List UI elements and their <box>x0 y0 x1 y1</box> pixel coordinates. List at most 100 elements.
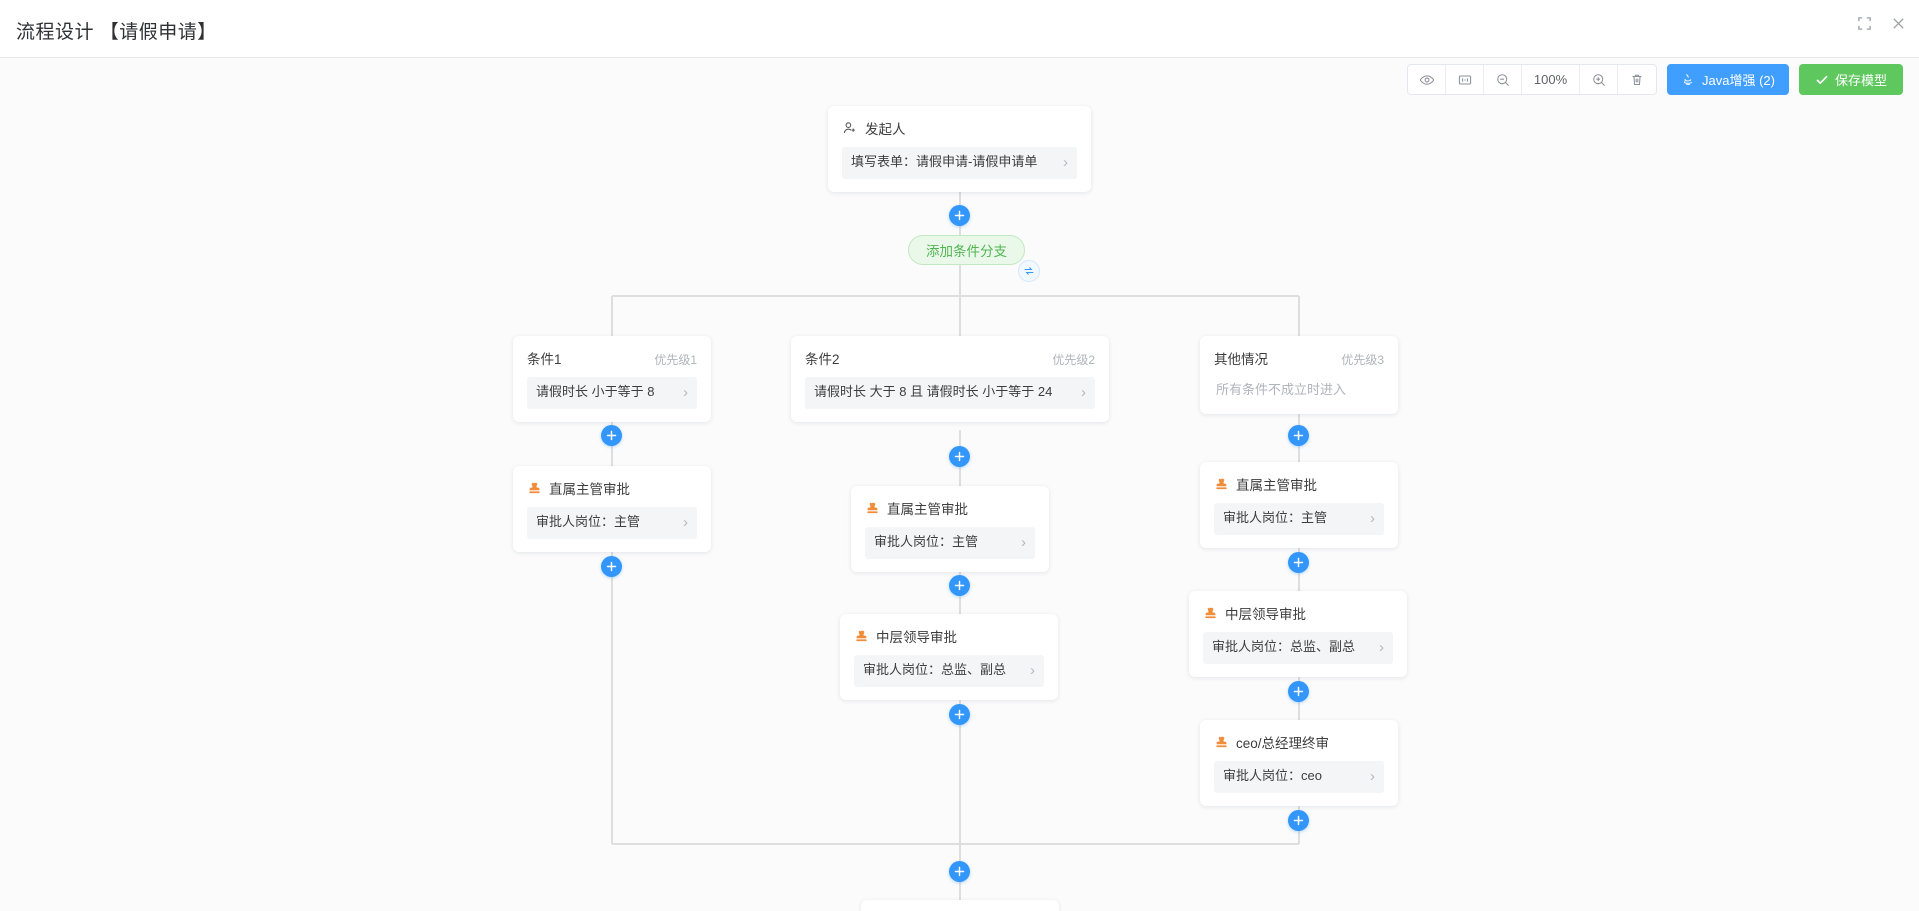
close-icon[interactable] <box>1889 14 1907 32</box>
stamp-icon <box>527 481 542 496</box>
stamp-icon <box>1203 606 1218 621</box>
approval-node-b2-2-setting[interactable]: 审批人岗位：总监、副总 › <box>854 655 1044 687</box>
condition-node-1-priority: 优先级1 <box>654 353 697 367</box>
add-node-button-b3-1[interactable] <box>1288 425 1309 446</box>
approval-node-b3-3-setting[interactable]: 审批人岗位：ceo › <box>1214 761 1384 793</box>
chevron-right-icon: › <box>1370 509 1375 527</box>
condition-node-2-name: 条件2 <box>805 352 840 367</box>
add-node-button-b2-2[interactable] <box>949 575 970 596</box>
approval-node-b2-2-title: 中层领导审批 <box>876 630 957 645</box>
approval-node-b3-2-title: 中层领导审批 <box>1225 607 1306 622</box>
collapse-icon[interactable] <box>1855 14 1873 32</box>
approval-node-b3-2-body: 审批人岗位：总监、副总 <box>1212 639 1356 654</box>
approval-node-b3-1[interactable]: 直属主管审批 审批人岗位：主管 › <box>1200 462 1398 548</box>
condition-node-1-name: 条件1 <box>527 352 562 367</box>
add-node-button-after-merge[interactable] <box>949 861 970 882</box>
chevron-right-icon: › <box>1063 153 1068 171</box>
editor-toolbar: 100% Java增强 (2) 保存模 <box>1407 64 1903 95</box>
approval-node-b2-1-setting[interactable]: 审批人岗位：主管 › <box>865 527 1035 559</box>
chevron-right-icon: › <box>683 513 688 531</box>
window-titlebar: 流程设计 【请假申请】 <box>0 0 1919 58</box>
save-model-label: 保存模型 <box>1834 73 1887 88</box>
condition-node-2[interactable]: 条件2 优先级2 请假时长 大于 8 且 请假时长 小于等于 24 › <box>791 336 1109 422</box>
approval-node-b3-3-body: 审批人岗位：ceo <box>1223 768 1322 783</box>
add-condition-branch-button[interactable]: 添加条件分支 <box>908 235 1025 265</box>
chevron-right-icon: › <box>1370 767 1375 785</box>
condition-node-3-header: 其他情况 优先级3 <box>1214 348 1384 368</box>
chevron-right-icon: › <box>1021 533 1026 551</box>
java-icon <box>1681 72 1696 87</box>
stamp-icon <box>865 501 880 516</box>
approval-node-b2-1-body: 审批人岗位：主管 <box>874 534 979 549</box>
approval-node-b2-1-header: 直属主管审批 <box>865 498 1035 518</box>
add-node-button-b1-2[interactable] <box>601 556 622 577</box>
approval-node-b3-2-header: 中层领导审批 <box>1203 603 1393 623</box>
trash-icon[interactable] <box>1618 65 1657 94</box>
approval-node-b1-1-header: 直属主管审批 <box>527 478 697 498</box>
approval-node-b1-1-body: 审批人岗位：主管 <box>536 514 641 529</box>
save-model-button[interactable]: 保存模型 <box>1798 64 1903 95</box>
approval-node-b3-1-setting[interactable]: 审批人岗位：主管 › <box>1214 503 1384 535</box>
add-node-button-after-start[interactable] <box>949 205 970 226</box>
chevron-right-icon: › <box>683 383 688 401</box>
condition-node-1[interactable]: 条件1 优先级1 请假时长 小于等于 8 › <box>513 336 711 422</box>
condition-node-3-priority: 优先级3 <box>1341 353 1384 367</box>
add-node-button-b1-1[interactable] <box>601 425 622 446</box>
java-enhance-label: Java增强 (2) <box>1702 73 1775 88</box>
stamp-icon <box>1214 477 1229 492</box>
condition-node-1-expression[interactable]: 请假时长 小于等于 8 › <box>527 377 697 409</box>
approval-node-b2-2-body: 审批人岗位：总监、副总 <box>863 662 1007 677</box>
stamp-icon <box>1214 735 1229 750</box>
start-node[interactable]: 发起人 填写表单：请假申请-请假申请单 › <box>828 106 1091 192</box>
add-node-button-b3-3[interactable] <box>1288 681 1309 702</box>
add-node-button-b2-1[interactable] <box>949 446 970 467</box>
approval-node-b3-2[interactable]: 中层领导审批 审批人岗位：总监、副总 › <box>1189 591 1407 677</box>
stamp-icon <box>854 629 869 644</box>
condition-node-1-header: 条件1 优先级1 <box>527 348 697 368</box>
start-node-header: 发起人 <box>842 118 1077 138</box>
condition-node-2-expression-text: 请假时长 大于 8 且 请假时长 小于等于 24 <box>814 384 1053 399</box>
eye-icon[interactable] <box>1408 65 1447 94</box>
condition-node-1-expression-text: 请假时长 小于等于 8 <box>536 384 655 399</box>
start-node-form-setting[interactable]: 填写表单：请假申请-请假申请单 › <box>842 147 1077 179</box>
approval-node-b3-1-header: 直属主管审批 <box>1214 474 1384 494</box>
condition-node-3-name: 其他情况 <box>1214 352 1268 367</box>
condition-node-3[interactable]: 其他情况 优先级3 所有条件不成立时进入 <box>1200 336 1398 414</box>
approval-node-b2-2-header: 中层领导审批 <box>854 626 1044 646</box>
approval-node-b1-1-title: 直属主管审批 <box>549 482 630 497</box>
start-node-title: 发起人 <box>865 122 906 137</box>
approval-node-b3-1-body: 审批人岗位：主管 <box>1223 510 1328 525</box>
fit-screen-icon[interactable] <box>1446 65 1485 94</box>
approval-node-b1-1-setting[interactable]: 审批人岗位：主管 › <box>527 507 697 539</box>
window-controls <box>1855 14 1907 32</box>
chevron-right-icon: › <box>1379 638 1384 656</box>
flow-canvas[interactable]: 发起人 填写表单：请假申请-请假申请单 › 添加条件分支 条件1 优先级1 请假… <box>0 58 1919 911</box>
approval-node-b3-1-title: 直属主管审批 <box>1236 478 1317 493</box>
condition-node-2-priority: 优先级2 <box>1052 353 1095 367</box>
zoom-toolgroup: 100% <box>1407 64 1658 95</box>
approval-node-b2-1[interactable]: 直属主管审批 审批人岗位：主管 › <box>851 486 1049 572</box>
approval-node-b3-3-title: ceo/总经理终审 <box>1236 736 1330 751</box>
zoom-level-value: 100% <box>1522 65 1581 94</box>
java-enhance-button[interactable]: Java增强 (2) <box>1667 64 1789 95</box>
approval-node-b3-3-header: ceo/总经理终审 <box>1214 732 1384 752</box>
condition-node-2-expression[interactable]: 请假时长 大于 8 且 请假时长 小于等于 24 › <box>805 377 1095 409</box>
approval-node-b2-1-title: 直属主管审批 <box>887 502 968 517</box>
approval-node-b1-1[interactable]: 直属主管审批 审批人岗位：主管 › <box>513 466 711 552</box>
approval-node-b3-3[interactable]: ceo/总经理终审 审批人岗位：ceo › <box>1200 720 1398 806</box>
approval-node-b2-2[interactable]: 中层领导审批 审批人岗位：总监、副总 › <box>840 614 1058 700</box>
add-node-button-b3-4[interactable] <box>1288 810 1309 831</box>
check-icon <box>1815 73 1829 87</box>
condition-node-2-header: 条件2 优先级2 <box>805 348 1095 368</box>
approval-node-b3-2-setting[interactable]: 审批人岗位：总监、副总 › <box>1203 632 1393 664</box>
zoom-out-icon[interactable] <box>1484 65 1523 94</box>
cc-node-hr-record[interactable]: 人事备案 审批人岗位：人事 › <box>861 900 1059 911</box>
chevron-right-icon: › <box>1081 383 1086 401</box>
user-add-icon <box>842 120 858 136</box>
condition-node-3-expression-text: 所有条件不成立时进入 <box>1216 382 1347 397</box>
add-node-button-b3-2[interactable] <box>1288 552 1309 573</box>
chevron-right-icon: › <box>1030 661 1035 679</box>
add-node-button-b2-3[interactable] <box>949 704 970 725</box>
swap-branch-icon[interactable] <box>1018 260 1040 282</box>
zoom-in-icon[interactable] <box>1580 65 1619 94</box>
